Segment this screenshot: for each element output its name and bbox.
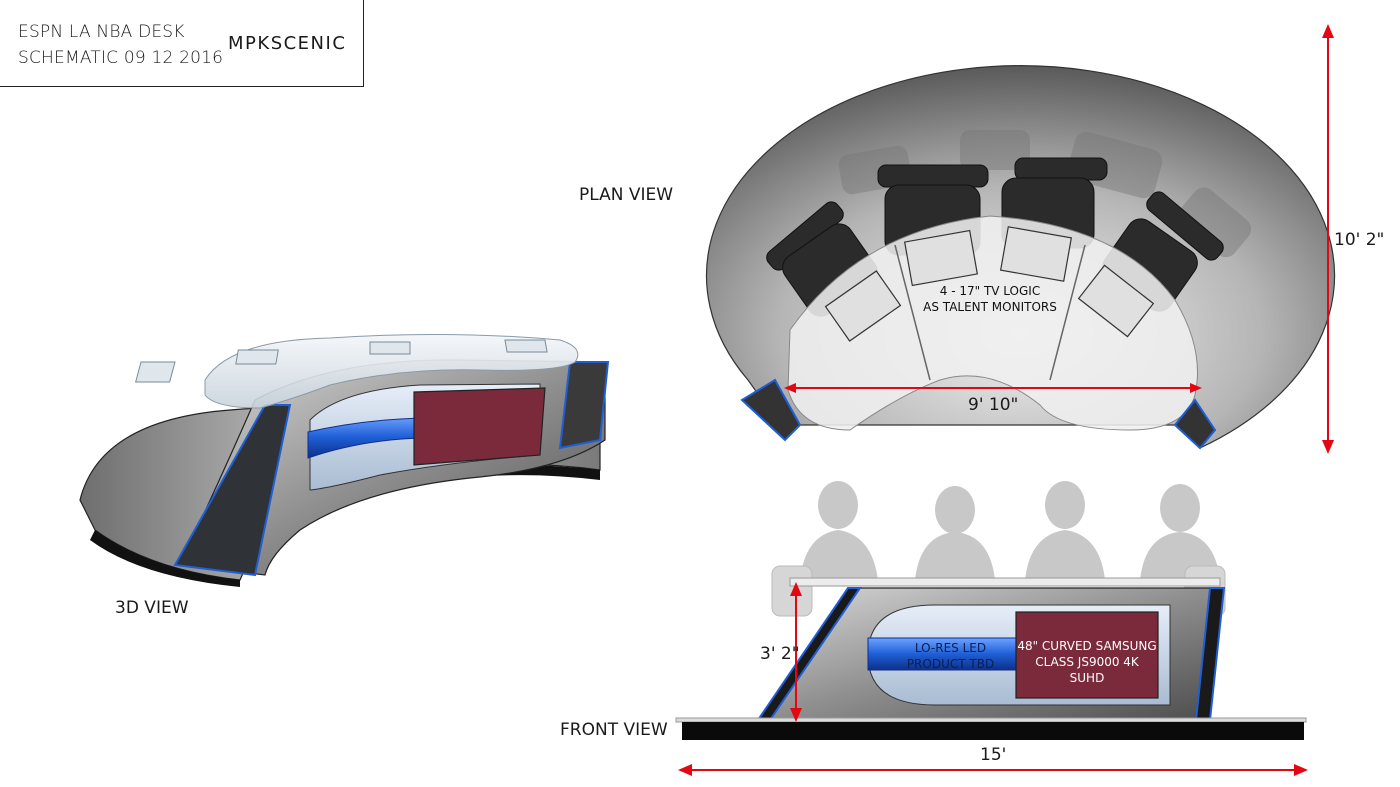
plan-view-label: PLAN VIEW <box>579 185 674 205</box>
title-schematic-date: SCHEMATIC 09 12 2016 <box>18 48 224 68</box>
brand-name: MPKSCENIC <box>228 33 347 54</box>
plan-depth-dimension <box>1322 24 1334 454</box>
front-width-dimension <box>678 764 1308 776</box>
plan-chair-back <box>877 164 989 188</box>
plan-desk-top <box>787 215 1198 431</box>
three-d-view-label: 3D VIEW <box>115 598 189 618</box>
plan-monitor <box>824 270 902 342</box>
plan-side-panels <box>740 378 1217 450</box>
screen-annotation-line2: CLASS JS9000 4K SUHD <box>1035 655 1139 685</box>
plan-monitors <box>824 226 1155 342</box>
title-block: ESPN LA NBA DESK SCHEMATIC 09 12 2016 MP… <box>0 0 364 87</box>
plan-monitor <box>903 229 979 287</box>
front-width-label: 15' <box>980 745 1007 765</box>
three-d-monitors <box>135 339 548 383</box>
screen-annotation: 48" CURVED SAMSUNG CLASS JS9000 4K SUHD <box>1016 638 1158 686</box>
led-annotation: LO-RES LED PRODUCT TBD <box>878 640 1023 672</box>
plan-monitor <box>999 226 1073 282</box>
three-d-glass-top <box>204 333 579 409</box>
three-d-end-panel <box>558 361 610 450</box>
front-view-label: FRONT VIEW <box>560 720 668 740</box>
plan-depth-label: 10' 2" <box>1334 230 1385 250</box>
plan-chair-back <box>1014 157 1108 181</box>
front-height-dimension <box>790 582 802 722</box>
front-led-band <box>867 637 1029 671</box>
screen-annotation-line1: 48" CURVED SAMSUNG <box>1017 639 1157 653</box>
front-desk-top <box>789 577 1221 587</box>
front-screen <box>1015 611 1159 699</box>
three-d-screen <box>413 387 546 466</box>
plan-monitor <box>1077 264 1155 338</box>
title-project: ESPN LA NBA DESK <box>18 22 185 42</box>
led-annotation-line1: LO-RES LED <box>914 641 987 655</box>
monitors-annotation-line1: 4 - 17" TV LOGIC <box>939 284 1041 298</box>
front-floor-line <box>675 717 1307 723</box>
front-view-drawing <box>675 481 1308 776</box>
front-people-silhouettes <box>800 481 1220 580</box>
plan-chair-shadows <box>838 130 1252 258</box>
plan-view-drawing <box>705 65 1336 450</box>
monitors-annotation-line2: AS TALENT MONITORS <box>923 300 1057 314</box>
three-d-side-panel <box>173 404 292 577</box>
plan-desk-seams <box>894 244 1086 381</box>
led-annotation-line2: PRODUCT TBD <box>906 657 995 671</box>
front-base-platform <box>682 722 1304 740</box>
three-d-view-drawing <box>79 333 610 587</box>
plan-width-dimension <box>784 383 1202 393</box>
plan-chair-back <box>1146 191 1224 261</box>
monitors-annotation: 4 - 17" TV LOGIC AS TALENT MONITORS <box>920 283 1060 315</box>
front-height-label: 3' 2" <box>760 644 800 664</box>
plan-width-label: 9' 10" <box>968 395 1019 415</box>
three-d-platform-edge <box>90 530 240 587</box>
